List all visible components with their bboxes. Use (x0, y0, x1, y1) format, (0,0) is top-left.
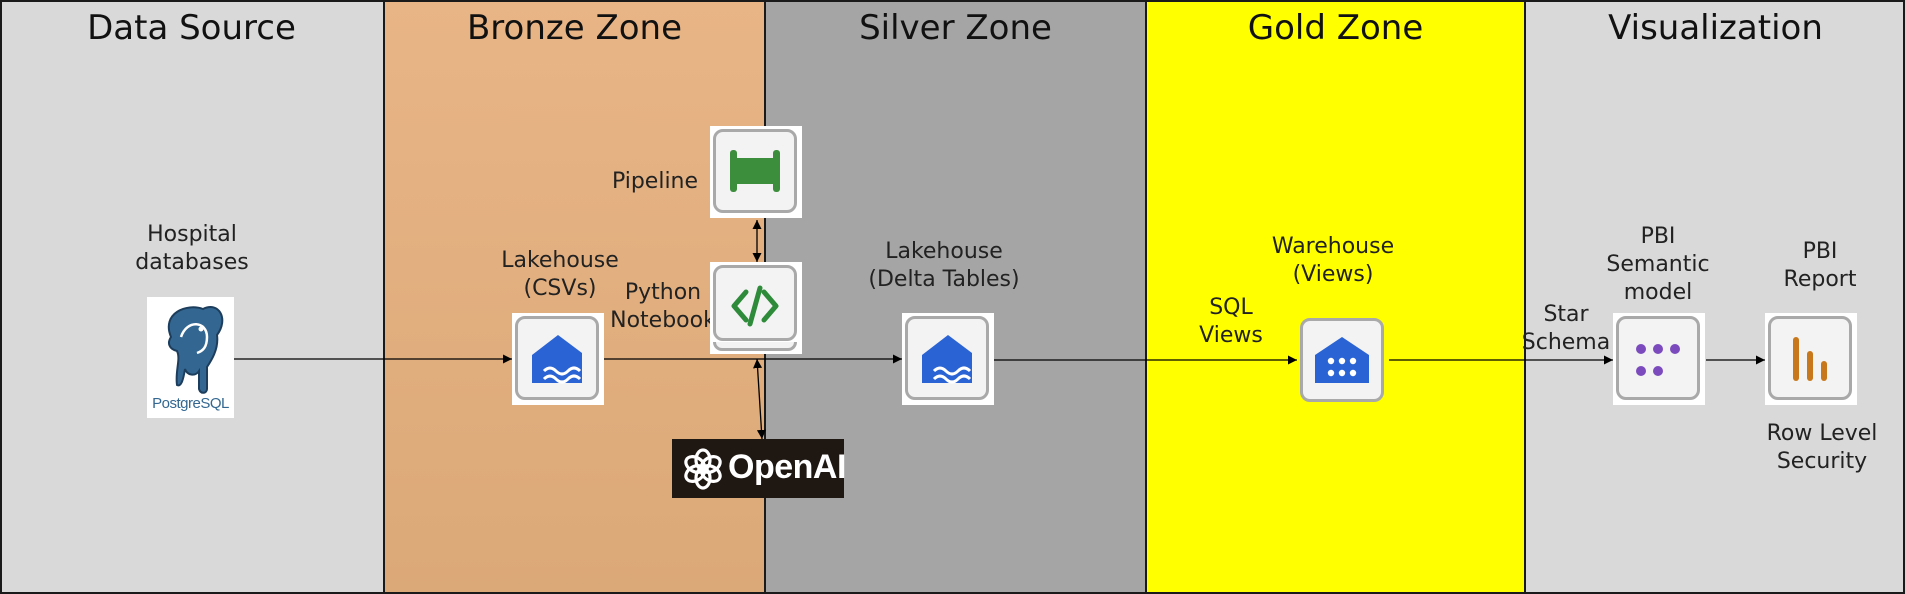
label-row-level-security: Row Level Security (1766, 421, 1878, 474)
label-sql-views: SQL Views (1199, 295, 1263, 348)
openai-logo-text: OpenAI (728, 448, 846, 486)
postgresql-logo: PostgreSQL (147, 297, 234, 418)
label-lakehouse-csvs: Lakehouse (CSVs) (501, 248, 619, 301)
report-icon (1793, 337, 1827, 381)
openai-knot-icon (684, 448, 722, 490)
zone-title-visualization: Visualization (1608, 8, 1823, 48)
sql-logo-text: SQL (200, 395, 229, 412)
lakehouse-icon (532, 335, 582, 384)
label-pipeline: Pipeline (611, 169, 699, 194)
warehouse-icon (1315, 337, 1369, 383)
zone-title-gold: Gold Zone (1247, 8, 1424, 48)
semantic-model-icon (1636, 344, 1680, 376)
zone-gold: Gold Zone (1145, 0, 1524, 594)
semantic-model-node (1613, 313, 1705, 405)
python-notebook-node (710, 262, 802, 354)
notebook-pages (713, 342, 797, 351)
lakehouse-csvs-node (512, 313, 604, 405)
pipeline-node (710, 126, 802, 218)
label-warehouse-views: Warehouse (Views) (1271, 234, 1395, 287)
lakehouse-icon (922, 335, 972, 384)
warehouse-node (1297, 315, 1389, 407)
label-pbi-semantic-model: PBI Semantic model (1606, 224, 1710, 305)
arrow-notebook-openai (753, 358, 766, 440)
zone-title-bronze: Bronze Zone (466, 8, 683, 48)
zone-title-data-source: Data Source (87, 8, 296, 48)
label-star-schema: Star Schema (1521, 302, 1611, 355)
elephant-icon (167, 306, 224, 394)
lakehouse-delta-node (902, 313, 994, 405)
pbi-report-node (1765, 313, 1857, 405)
openai-logo: OpenAI (672, 439, 846, 498)
label-lakehouse-delta-tables: Lakehouse (Delta Tables) (868, 239, 1020, 292)
zone-title-silver: Silver Zone (859, 8, 1052, 48)
pipeline-icon (730, 150, 780, 192)
label-hospital-databases: Hospital databases (135, 222, 249, 275)
zone-visualization: Visualization (1524, 0, 1905, 594)
label-python-notebook: Python Notebook (610, 280, 716, 333)
label-pbi-report: PBI Report (1783, 239, 1857, 292)
notebook-icon (731, 285, 779, 327)
postgres-logo-text: Postgre (152, 395, 201, 412)
